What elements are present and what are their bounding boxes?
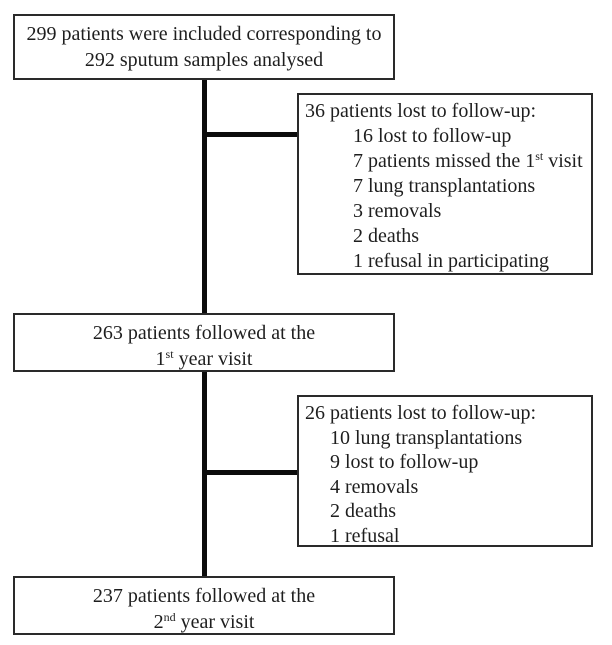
lost-year1-item: 7 patients missed the 1st visit [305,149,587,174]
year2-line-2-text: year visit [175,611,255,633]
ordinal-superscript: st [165,347,174,361]
lost-year2-item: 9 lost to follow-up [330,451,479,473]
lost-year2-item: 4 removals [330,475,419,498]
box-year2-visit: 237 patients followed at the 2nd year vi… [13,576,395,635]
connector-year1-to-year2-line [202,371,207,577]
year1-line-2-text: year visit [173,348,253,370]
year2-line-1: 237 patients followed at the [92,585,316,607]
box-year1-visit: 263 patients followed at the 1st year vi… [13,313,395,372]
lost-year2-item: 10 lung transplantations [330,426,523,449]
lost-year1-item-text: visit [543,150,583,172]
year2-line-2: 2nd year visit [15,609,393,635]
box-enrollment: 299 patients were included corresponding… [13,14,395,80]
year1-line-2-text: 1 [155,348,166,370]
branch-to-lost-year2-line [205,470,297,475]
lost-year2-item: 2 deaths [330,500,397,522]
lost-year1-item: 1 refusal in participating [353,250,550,272]
lost-year2-item: 1 refusal [330,524,400,547]
lost-year1-heading: 36 patients lost to follow-up: [305,100,537,122]
ordinal-superscript: st [535,149,544,163]
lost-year1-item: 3 removals [353,200,442,222]
connector-enroll-to-year1-line [202,80,207,314]
ordinal-superscript: nd [163,610,176,624]
lost-year1-item: 7 lung transplantations [353,175,536,197]
year1-line-1: 263 patients followed at the [92,322,316,344]
box-lost-followup-year1: 36 patients lost to follow-up: 16 lost t… [297,93,593,275]
lost-year1-item: 2 deaths [353,225,420,247]
year1-line-2: 1st year visit [15,346,393,372]
enrollment-line-1: 299 patients were included corresponding… [26,23,382,45]
lost-year2-heading: 26 patients lost to follow-up: [305,402,537,424]
lost-year1-item-text: 7 patients missed the 1 [353,150,536,172]
branch-to-lost-year1-line [205,132,297,137]
year2-line-2-text: 2 [153,611,164,633]
lost-year1-item: 16 lost to follow-up [353,125,512,147]
box-lost-followup-year2: 26 patients lost to follow-up: 10 lung t… [297,395,593,547]
enrollment-line-2: 292 sputum samples analysed [84,49,324,71]
